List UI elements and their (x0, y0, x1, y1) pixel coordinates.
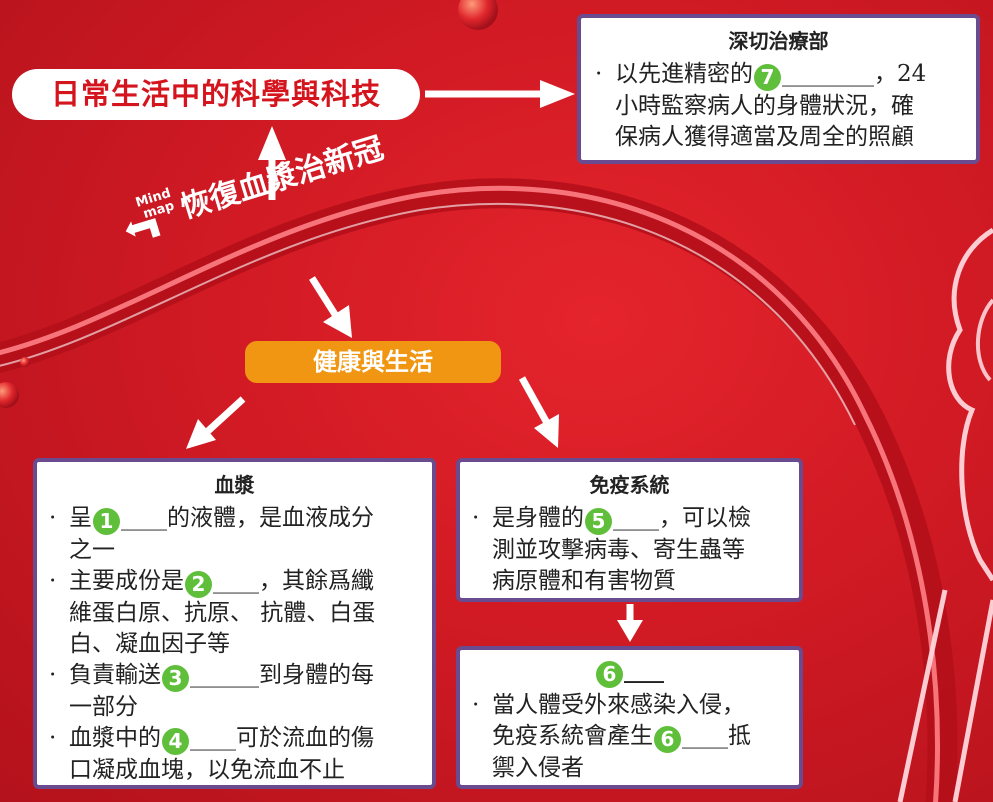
answer-blank-4: ____ (190, 725, 236, 751)
bullet: · (49, 568, 57, 594)
answer-blank-7: ________ (782, 61, 874, 87)
plasma-text: 口凝成血塊，以免流血不止 (69, 757, 345, 783)
immune-text: 測並攻擊病毒、寄生蟲等 (492, 537, 745, 563)
plasma-text: 血漿中的 (69, 725, 161, 751)
number-4-badge: 4 (162, 728, 189, 755)
number-5-badge: 5 (585, 508, 612, 535)
box6-title: 6____ (470, 656, 789, 688)
immune-text: 病原體和有害物質 (492, 568, 676, 594)
answer-blank-3: ______ (190, 662, 259, 688)
bullet: · (472, 692, 480, 718)
plasma-text: 可於流血的傷 (236, 725, 374, 751)
blood-cell-ball (458, 0, 498, 30)
neon-arm-line-1 (897, 589, 948, 802)
blood-cell-ball (0, 382, 19, 408)
arrow-to-plasma (205, 396, 246, 434)
answer-blank-5: ____ (613, 505, 659, 531)
plasma-text: 一部分 (69, 694, 138, 720)
answer-blank-6-title: ____ (624, 659, 664, 683)
blood-cell-ball (20, 357, 30, 367)
arrow-head (323, 305, 352, 338)
blood-vessel-glow (0, 185, 940, 802)
blood-vessel-highlight (0, 203, 856, 426)
bullet: · (49, 662, 57, 688)
bullet: · (472, 505, 480, 531)
plasma-text: ，其餘爲纖 (259, 568, 374, 594)
number-6-badge: 6 (596, 661, 623, 688)
icu-text: 保病人獲得適當及周全的照顧 (615, 124, 914, 150)
box6-text: 禦入侵者 (492, 755, 584, 781)
plasma-title: 血漿 (214, 473, 255, 497)
mindmap-logo: Mind map (112, 183, 185, 257)
neon-hand-outline-2 (976, 298, 993, 382)
plasma-text: 到身體的每 (259, 662, 374, 688)
icu-text: 小時監察病人的身體狀況，確 (615, 93, 914, 119)
icu-text: ，24 (874, 61, 927, 87)
box6-text: 免疫系統會產生 (492, 723, 653, 749)
arrow-head (186, 419, 216, 449)
immune-title: 免疫系統 (589, 473, 670, 497)
neon-hand-outline (946, 227, 993, 582)
neon-arm-line-2 (952, 599, 993, 802)
number-2-badge: 2 (185, 571, 212, 598)
arrow-to-immune (518, 376, 551, 425)
answer-blank-6: ____ (682, 723, 728, 749)
plasma-text: 白、凝血因子等 (69, 631, 230, 657)
icu-title: 深切治療部 (728, 29, 829, 53)
number-3-badge: 3 (162, 665, 189, 692)
health-and-life-node: 健康與生活 (245, 341, 501, 383)
main-title: 日常生活中的科學與科技 (12, 69, 420, 120)
plasma-text: 負責輸送 (69, 662, 161, 688)
bullet: · (49, 725, 57, 751)
answer-blank-1: ____ (121, 505, 167, 531)
plasma-text: 之一 (69, 537, 115, 563)
answer-blank-2: ____ (213, 568, 259, 594)
plasma-text: 主要成份是 (69, 568, 184, 594)
box6-text: 當人體受外來感染入侵， (492, 692, 745, 718)
number-1-badge: 1 (93, 508, 120, 535)
plasma-text: 呈 (69, 505, 92, 531)
immune-text: ，可以檢 (659, 505, 751, 531)
box6-text: 抵 (728, 723, 751, 749)
arrow-head (534, 414, 559, 448)
arrow-head (617, 620, 643, 642)
arrow-head (258, 126, 286, 160)
plasma-text: 的液體，是血液成分 (167, 505, 374, 531)
bullet: · (595, 61, 603, 87)
mindmap-banner: Mind map 恢復血漿治新冠 (112, 120, 392, 257)
arrow-head (540, 80, 575, 108)
immune-text: 是身體的 (492, 505, 584, 531)
number-6-badge: 6 (654, 726, 681, 753)
blood-vessel-curve (0, 178, 958, 802)
arrow-to-health (309, 276, 339, 318)
bullet: · (49, 505, 57, 531)
plasma-text: 維蛋白原、抗原、 抗體、白蛋 (69, 600, 376, 626)
number-7-badge: 7 (754, 64, 781, 91)
icu-text: 以先進精密的 (615, 61, 753, 87)
